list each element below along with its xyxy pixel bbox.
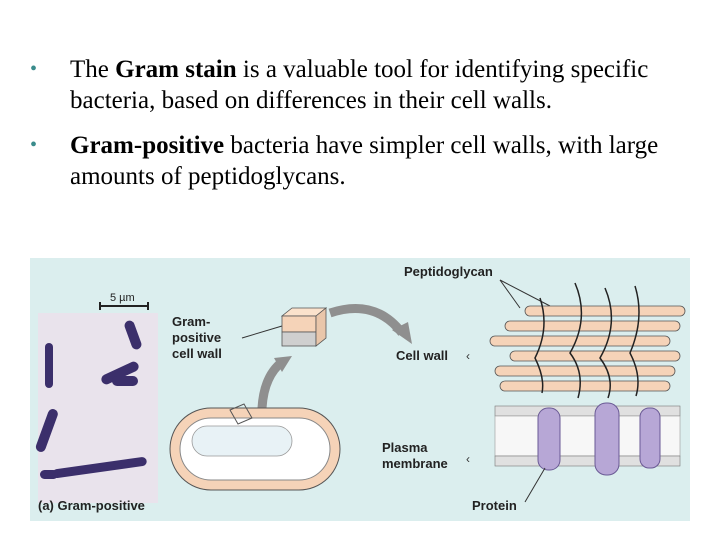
bullet-item-gram-stain: • The Gram stain is a valuable tool for … [30,54,690,116]
cube-membrane-layer [281,331,317,347]
bacterium-rod [40,470,58,479]
peptidoglycan-pointer [499,279,551,307]
membrane-proteins [537,402,661,476]
peptidoglycan-strand [524,305,686,317]
bacterium-cutaway [191,425,293,457]
bacterium-rod [112,376,138,386]
bacterium-chain [52,457,147,479]
cell-wall-brace: ‹ [466,349,470,363]
bacterium-rod [101,361,139,385]
inset-label-line1: Gram- [172,314,210,329]
protein-label: Protein [472,498,517,513]
plasma-label-line1: Plasma [382,440,428,455]
cube-wall-layer [281,315,317,333]
peptidoglycan-layers [489,305,686,392]
protein-pointer [524,467,546,503]
peptidoglycan-pointer [499,279,521,309]
peptidoglycan-label: Peptidoglycan [404,264,493,279]
peptidoglycan-strand [489,335,671,347]
bullet-list: • The Gram stain is a valuable tool for … [30,54,690,192]
bullet-text-part: is a valuable tool for identifying speci… [70,56,649,114]
bullet-item-gram-positive: • Gram-positive bacteria have simpler ce… [30,130,690,192]
bullet-text-part: bacteria have simpler cell walls, with l… [70,132,659,190]
detail-arrow-head [274,356,292,372]
membrane-protein [594,402,620,476]
bullet-text-part: The [70,56,116,83]
zoom-arrow [328,304,406,336]
bacterium-section-mark [229,403,253,425]
bacterium-rod [35,409,58,452]
peptidoglycan-chain [534,297,545,394]
peptidoglycan-strand [494,365,676,377]
bullet-text-bold: Gram-positive [70,132,225,159]
peptidoglycan-chain [599,287,613,399]
membrane-protein [639,407,661,469]
zoom-arrow-head [392,322,412,344]
membrane-inner-heads [494,455,681,467]
bacterium-rod [45,343,53,388]
scale-bar-label: 5 µm [110,292,135,304]
gram-positive-figure: 5 µm Gram- positive cell wall Peptidogly… [30,258,690,521]
detail-arrow [257,358,285,409]
peptidoglycan-chain [629,285,640,397]
micrograph-bacteria [35,320,147,479]
figure-illustration: 5 µm Gram- positive cell wall Peptidogly… [35,264,686,513]
inset-pointer-line [241,325,283,339]
cell-wall-label: Cell wall [396,348,448,363]
figure-caption: (a) Gram-positive [38,498,145,513]
peptidoglycan-strand [509,350,681,362]
plasma-brace: ‹ [466,452,470,466]
inset-label-line2: positive [172,330,221,345]
cube-side [315,307,327,347]
bullet-text-bold: Gram stain [115,56,237,83]
peptidoglycan-strand [504,320,681,332]
peptidoglycan-chains [534,282,640,399]
peptidoglycan-strand [499,380,671,392]
bullet-symbol: • [30,134,38,156]
peptidoglycan-chain [569,282,583,399]
bullet-symbol: • [30,58,38,80]
bacterium-rod [124,320,142,350]
inset-label-line3: cell wall [172,346,222,361]
plasma-label-line2: membrane [382,456,448,471]
membrane-protein [537,407,561,471]
